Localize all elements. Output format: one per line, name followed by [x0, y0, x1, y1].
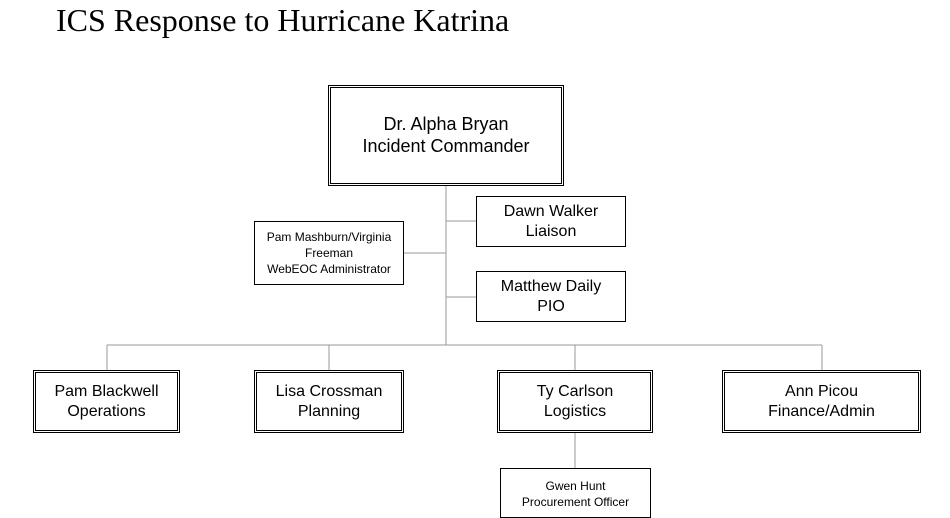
org-connector-lines [106, 186, 823, 468]
webeoc-name-line1: Pam Mashburn/Virginia [266, 229, 392, 244]
procurement-officer-box: Gwen Hunt Procurement Officer [500, 468, 651, 518]
webeoc-role: WebEOC Administrator [267, 262, 391, 277]
procurement-name: Gwen Hunt [545, 479, 606, 493]
logistics-box: Ty Carlson Logistics [497, 370, 653, 433]
pio-box: Matthew Daily PIO [476, 271, 626, 322]
planning-role: Planning [297, 402, 361, 420]
incident-commander-box: Dr. Alpha Bryan Incident Commander [328, 85, 564, 186]
finance-name: Ann Picou [785, 383, 858, 401]
planning-box: Lisa Crossman Planning [254, 370, 404, 433]
finance-role: Finance/Admin [768, 402, 875, 420]
commander-name: Dr. Alpha Bryan [383, 113, 509, 134]
planning-name: Lisa Crossman [275, 383, 383, 401]
logistics-role: Logistics [543, 402, 607, 420]
pio-name: Matthew Daily [500, 278, 602, 296]
finance-admin-box: Ann Picou Finance/Admin [722, 370, 921, 433]
operations-name: Pam Blackwell [54, 383, 159, 401]
page-title: ICS Response to Hurricane Katrina [56, 2, 510, 38]
pio-role: PIO [537, 297, 565, 315]
liaison-box: Dawn Walker Liaison [476, 196, 626, 247]
logistics-name: Ty Carlson [536, 383, 614, 401]
operations-box: Pam Blackwell Operations [33, 370, 180, 433]
liaison-name: Dawn Walker [503, 203, 599, 221]
procurement-role: Procurement Officer [521, 495, 630, 510]
operations-role: Operations [67, 402, 146, 420]
liaison-role: Liaison [525, 222, 577, 240]
webeoc-administrator-box: Pam Mashburn/Virginia Freeman WebEOC Adm… [254, 221, 404, 285]
commander-role: Incident Commander [362, 135, 530, 156]
webeoc-name-line2: Freeman [304, 245, 354, 260]
